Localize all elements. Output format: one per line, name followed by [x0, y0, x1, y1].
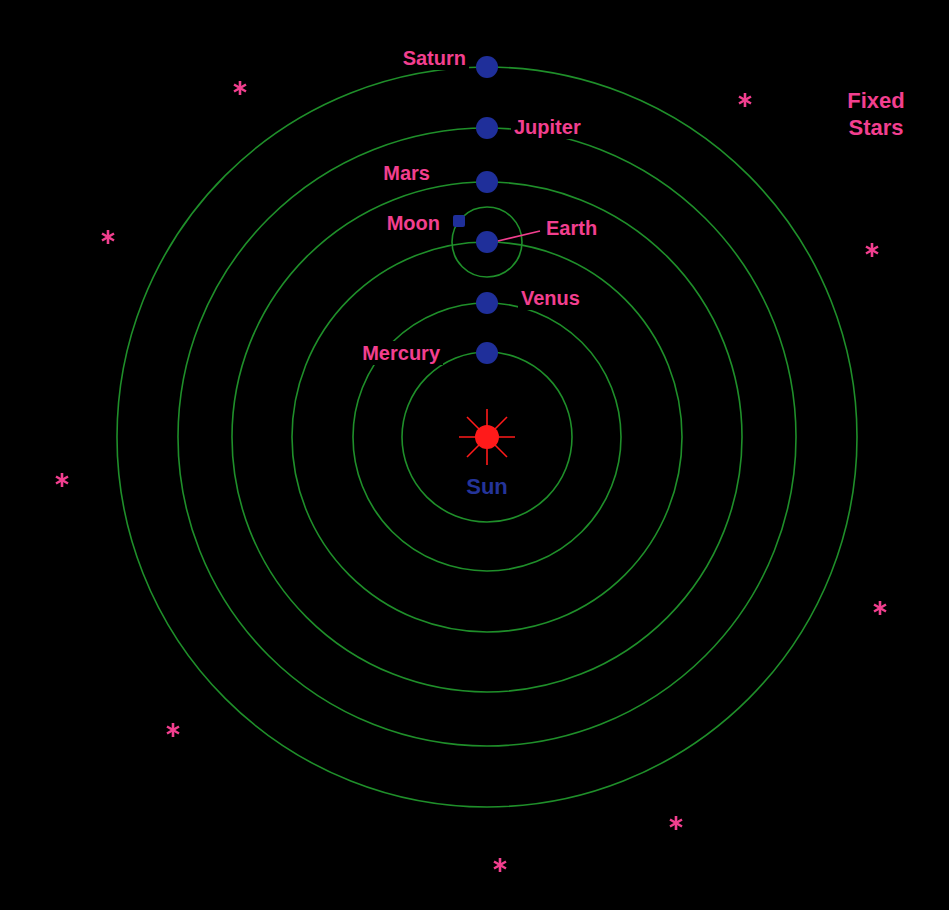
leader-line	[498, 231, 540, 241]
fixed-stars-label: Fixed Stars	[832, 87, 920, 141]
planet-label: Saturn	[400, 46, 469, 70]
planet-label: Earth	[543, 216, 600, 240]
planet-label: Jupiter	[511, 115, 584, 139]
moon-label: Moon	[384, 211, 443, 235]
sun-symbol	[459, 409, 515, 465]
planet-label: Mercury	[359, 341, 443, 365]
planet-label: Venus	[518, 286, 583, 310]
fixed-stars	[56, 81, 886, 872]
orbits	[117, 67, 857, 807]
planet-dots	[453, 56, 498, 364]
sun-label: Sun	[463, 475, 511, 499]
planet-label: Mars	[380, 161, 433, 185]
